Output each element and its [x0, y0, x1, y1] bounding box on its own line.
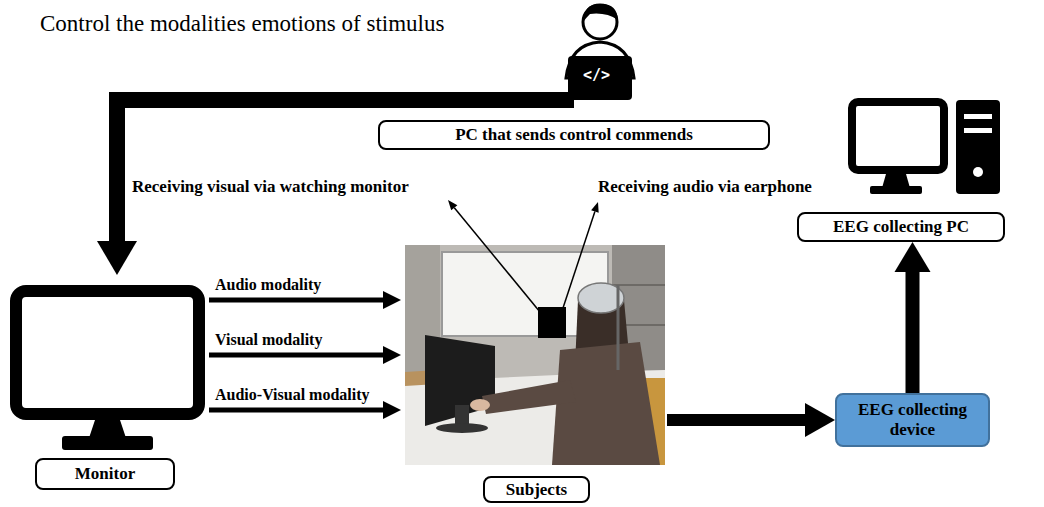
- arrow-head: [383, 291, 401, 309]
- subjects-node: Subjects: [403, 245, 667, 505]
- caption-box: PC that sends control commends: [378, 120, 770, 150]
- leader-head: [591, 202, 599, 213]
- photo-hand: [470, 399, 490, 411]
- flow-arrow: [667, 403, 835, 437]
- monitor-base: [62, 436, 153, 450]
- caption-box: EEG collecting PC: [797, 212, 1005, 242]
- laptop-icon: [568, 56, 632, 100]
- edge-label: Visual modality: [213, 330, 324, 349]
- subject-photo: [405, 245, 665, 465]
- pc-monitor: [852, 102, 944, 170]
- arrow-shaft: [667, 414, 806, 426]
- box-text: EEG collecting device: [845, 400, 980, 439]
- photo-monitor: [425, 335, 495, 426]
- photo-monitor-base: [436, 423, 488, 433]
- person-icon: [566, 4, 634, 100]
- photo-wall: [405, 245, 665, 465]
- edge-label: Audio-Visual modality: [213, 385, 372, 404]
- caption-box: Monitor: [35, 458, 175, 490]
- arrow-head: [805, 403, 835, 437]
- leader-arrow: [563, 202, 599, 308]
- flow-arrow: [895, 242, 931, 393]
- control-bar: [378, 92, 574, 108]
- arrow-head: [383, 401, 401, 419]
- stimulus-note: Control the modalities emotions of stimu…: [40, 10, 444, 38]
- callout-text: Receiving visual via watching monitor: [132, 177, 409, 197]
- caption-box: Subjects: [483, 476, 590, 503]
- arrow-shaft: [209, 298, 384, 303]
- photo-arm: [482, 380, 576, 414]
- desktop-pc-icon: [852, 100, 1000, 194]
- pc-neck: [882, 174, 910, 188]
- arrow-shaft: [117, 100, 378, 242]
- arrow-shaft: [906, 271, 920, 393]
- edge-label: Audio modality: [213, 275, 323, 294]
- photo-shelf-line: [612, 284, 665, 286]
- photo-stand: [617, 285, 620, 370]
- laptop-symbol: </>: [583, 66, 610, 84]
- leader-head: [448, 200, 457, 210]
- eeg-pc-node: EEG collecting PC: [797, 95, 1005, 242]
- pc-button: [973, 167, 983, 177]
- pc-tower: [956, 100, 1000, 194]
- arrow-shaft: [209, 408, 384, 413]
- leader-line: [563, 212, 595, 309]
- photo-face-mask: [538, 307, 566, 338]
- arrow-head: [97, 241, 137, 275]
- pc-base: [870, 186, 922, 194]
- pc-slot: [964, 114, 992, 119]
- leader-line: [454, 208, 540, 312]
- person-hair: [583, 4, 618, 22]
- callout-text: Receiving audio via earphone: [598, 177, 812, 197]
- monitor-neck: [89, 420, 126, 438]
- photo-body: [552, 342, 660, 465]
- eeg-device-box: EEG collecting device: [835, 393, 990, 447]
- monitor-icon: [16, 291, 199, 450]
- arrow-head: [383, 346, 401, 364]
- monitor-node: Monitor: [10, 275, 207, 492]
- monitor-frame: [16, 291, 199, 414]
- arrow-head: [895, 242, 931, 272]
- leader-arrow: [448, 200, 540, 312]
- pc-slot: [964, 128, 992, 133]
- arrow-shaft: [209, 353, 384, 358]
